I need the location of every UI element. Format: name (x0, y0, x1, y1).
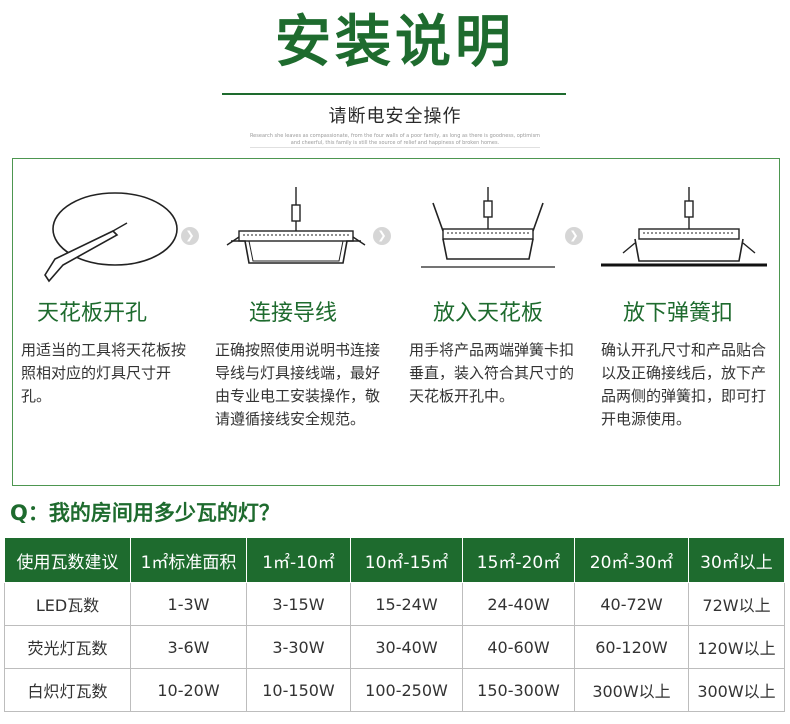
table-header-cell: 1㎡标准面积 (130, 537, 247, 583)
arrow-icon: ❯ (181, 227, 199, 245)
table-cell: 30-40W (350, 625, 463, 669)
step-description: 正确按照使用说明书连接导线与灯具接线端，最好由专业电工安装操作，敬请遵循接线安全… (215, 341, 381, 428)
table-cell: 3-30W (246, 625, 351, 669)
wattage-question: Q：我的房间用多少瓦的灯？ (10, 501, 280, 525)
table-cell: 荧光灯瓦数 (4, 625, 131, 669)
table-cell: 300W以上 (688, 668, 785, 712)
table-row: 白炽灯瓦数 10-20W 10-150W 100-250W 150-300W 3… (4, 668, 785, 712)
arrow-icon: ❯ (373, 227, 391, 245)
table-cell: 24-40W (462, 582, 575, 626)
step-description: 确认开孔尺寸和产品贴合以及正确接线后，放下产品两侧的弹簧扣，即可打开电源使用。 (601, 341, 767, 428)
table-cell: 3-6W (130, 625, 247, 669)
title-underline (222, 93, 566, 95)
table-cell: 15-24W (350, 582, 463, 626)
table-cell: LED瓦数 (4, 582, 131, 626)
table-row: 荧光灯瓦数 3-6W 3-30W 30-40W 40-60W 60-120W 1… (4, 625, 785, 669)
spring-clip-icon (601, 187, 767, 267)
page-title: 安装说明 (275, 10, 515, 75)
table-cell: 72W以上 (688, 582, 785, 626)
table-cell: 60-120W (574, 625, 689, 669)
fine-print: Research she leaves as compassionate, fr… (249, 133, 541, 146)
table-cell: 150-300W (462, 668, 575, 712)
table-header-cell: 20㎡-30㎡ (574, 537, 689, 583)
step-description: 用适当的工具将天花板按照相对应的灯具尺寸开孔。 (21, 341, 187, 405)
fine-print-divider (250, 147, 540, 148)
table-header-cell: 30㎡以上 (688, 537, 785, 583)
table-header-cell: 10㎡-15㎡ (350, 537, 463, 583)
table-cell: 3-15W (246, 582, 351, 626)
ceiling-hole-icon (44, 192, 178, 283)
table-cell: 300W以上 (574, 668, 689, 712)
table-cell: 10-20W (130, 668, 247, 712)
step-title: 放下弹簧扣 (623, 301, 734, 326)
table-cell: 白炽灯瓦数 (4, 668, 131, 712)
table-row: LED瓦数 1-3W 3-15W 15-24W 24-40W 40-72W 72… (4, 582, 785, 626)
table-cell: 10-150W (246, 668, 351, 712)
step-description: 用手将产品两端弹簧卡扣垂直，装入符合其尺寸的天花板开孔中。 (409, 341, 575, 405)
page-subtitle: 请断电安全操作 (328, 106, 462, 127)
step-title: 放入天花板 (433, 301, 544, 326)
table-cell: 120W以上 (688, 625, 785, 669)
arrow-icon: ❯ (565, 227, 583, 245)
step-title: 连接导线 (249, 301, 338, 326)
table-cell: 40-72W (574, 582, 689, 626)
table-header-cell: 使用瓦数建议 (4, 537, 131, 583)
table-header-row: 使用瓦数建议 1㎡标准面积 1㎡-10㎡ 10㎡-15㎡ 15㎡-20㎡ 20㎡… (4, 537, 785, 583)
step-title: 天花板开孔 (37, 301, 148, 326)
table-cell: 1-3W (130, 582, 247, 626)
install-steps-panel: ❯ ❯ ❯ 天花板开孔 连接导线 放入天花板 放下弹簧扣 用适当 (12, 158, 780, 486)
table-cell: 100-250W (350, 668, 463, 712)
wire-connect-icon (226, 187, 366, 264)
table-header-cell: 1㎡-10㎡ (246, 537, 351, 583)
wattage-table: 使用瓦数建议 1㎡标准面积 1㎡-10㎡ 10㎡-15㎡ 15㎡-20㎡ 20㎡… (4, 537, 785, 712)
table-header-cell: 15㎡-20㎡ (462, 537, 575, 583)
insert-light-icon (421, 187, 555, 268)
table-cell: 40-60W (462, 625, 575, 669)
